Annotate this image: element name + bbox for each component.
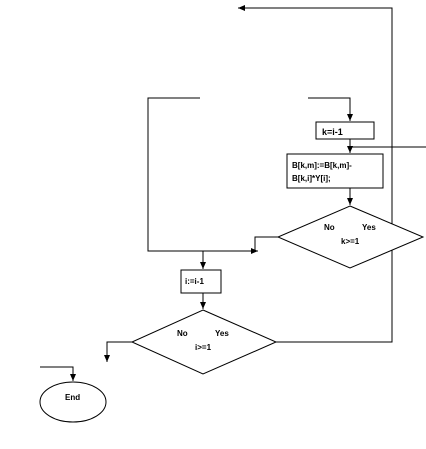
diamond-i-yes: Yes (215, 329, 229, 338)
diamond-k-no-connector (254, 236, 278, 251)
box-i-decrement (180, 269, 222, 294)
outer-loop-connector (238, 5, 393, 343)
terminal-end-label: End (65, 393, 80, 402)
join-to-i-connector (148, 250, 206, 269)
box-b-line2: B[k,i]*Y[i]; (292, 174, 331, 183)
box-i-label: i:=i-1 (185, 277, 204, 286)
inner-loop-left-connector (147, 97, 258, 254)
box-b-update (286, 153, 384, 189)
diamond-k-no: No (324, 223, 335, 232)
diamond-k-condition: k>=1 (341, 237, 360, 246)
box-k-label: k=i-1 (322, 127, 343, 137)
terminal-end (39, 381, 107, 423)
diamond-k-decision (276, 205, 425, 269)
box-b-line1: B[k,m]:=B[k,m]- (292, 161, 352, 170)
diamond-i-no: No (177, 329, 188, 338)
diamond-i-condition: i>=1 (195, 343, 212, 352)
diamond-i-decision (130, 309, 278, 375)
to-end-connector (40, 366, 76, 381)
diamond-k-yes: Yes (362, 223, 376, 232)
diamond-i-no-connector (104, 341, 132, 362)
inner-entry-connector (308, 97, 353, 121)
box-k-assign (315, 121, 375, 140)
